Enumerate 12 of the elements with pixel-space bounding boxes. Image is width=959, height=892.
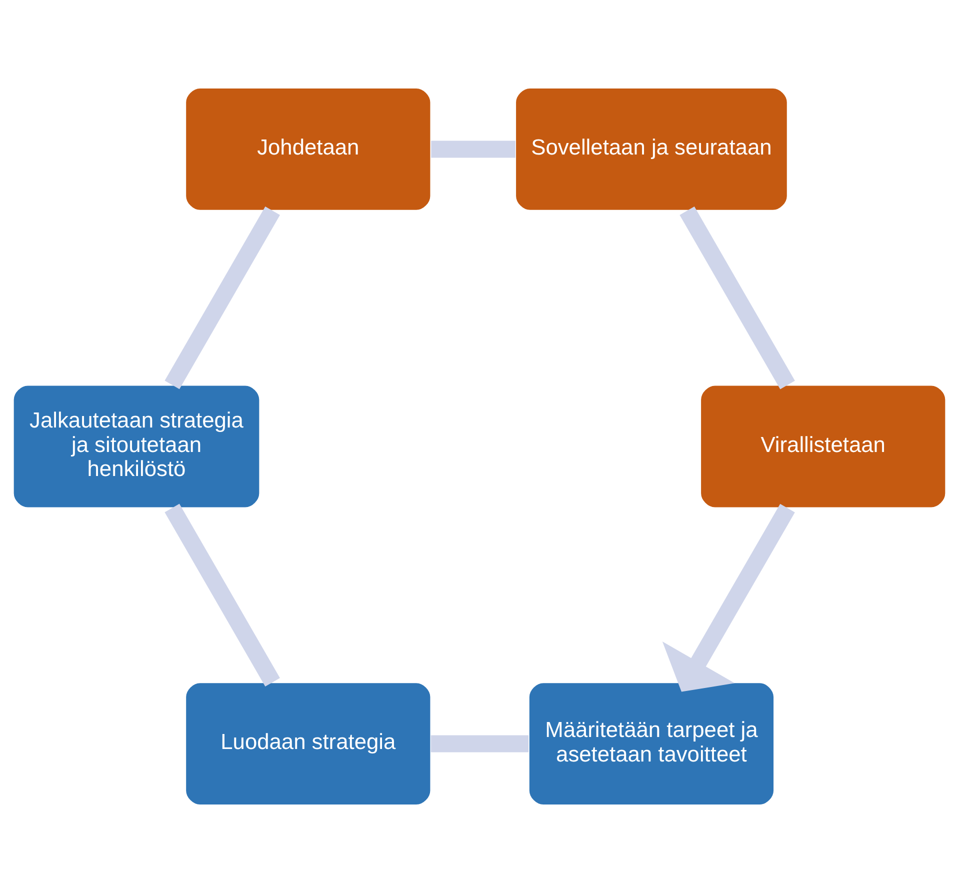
connector	[430, 734, 528, 752]
node-box: Luodaan strategia	[184, 681, 432, 806]
node-box: Sovelletaan ja seurataan	[514, 86, 788, 211]
connector	[164, 503, 280, 686]
connector	[431, 140, 516, 158]
node-box: Määritetään tarpeet ja asetetaan tavoitteet	[528, 681, 775, 806]
node-box: Johdetaan	[184, 86, 432, 211]
connector	[164, 206, 280, 389]
node-box: Virallistetaan	[700, 384, 946, 508]
arrow	[662, 503, 795, 692]
node-box: Jalkautetaan strategia ja sitoutetaan henkilöstö	[12, 384, 260, 508]
connector	[680, 206, 795, 389]
